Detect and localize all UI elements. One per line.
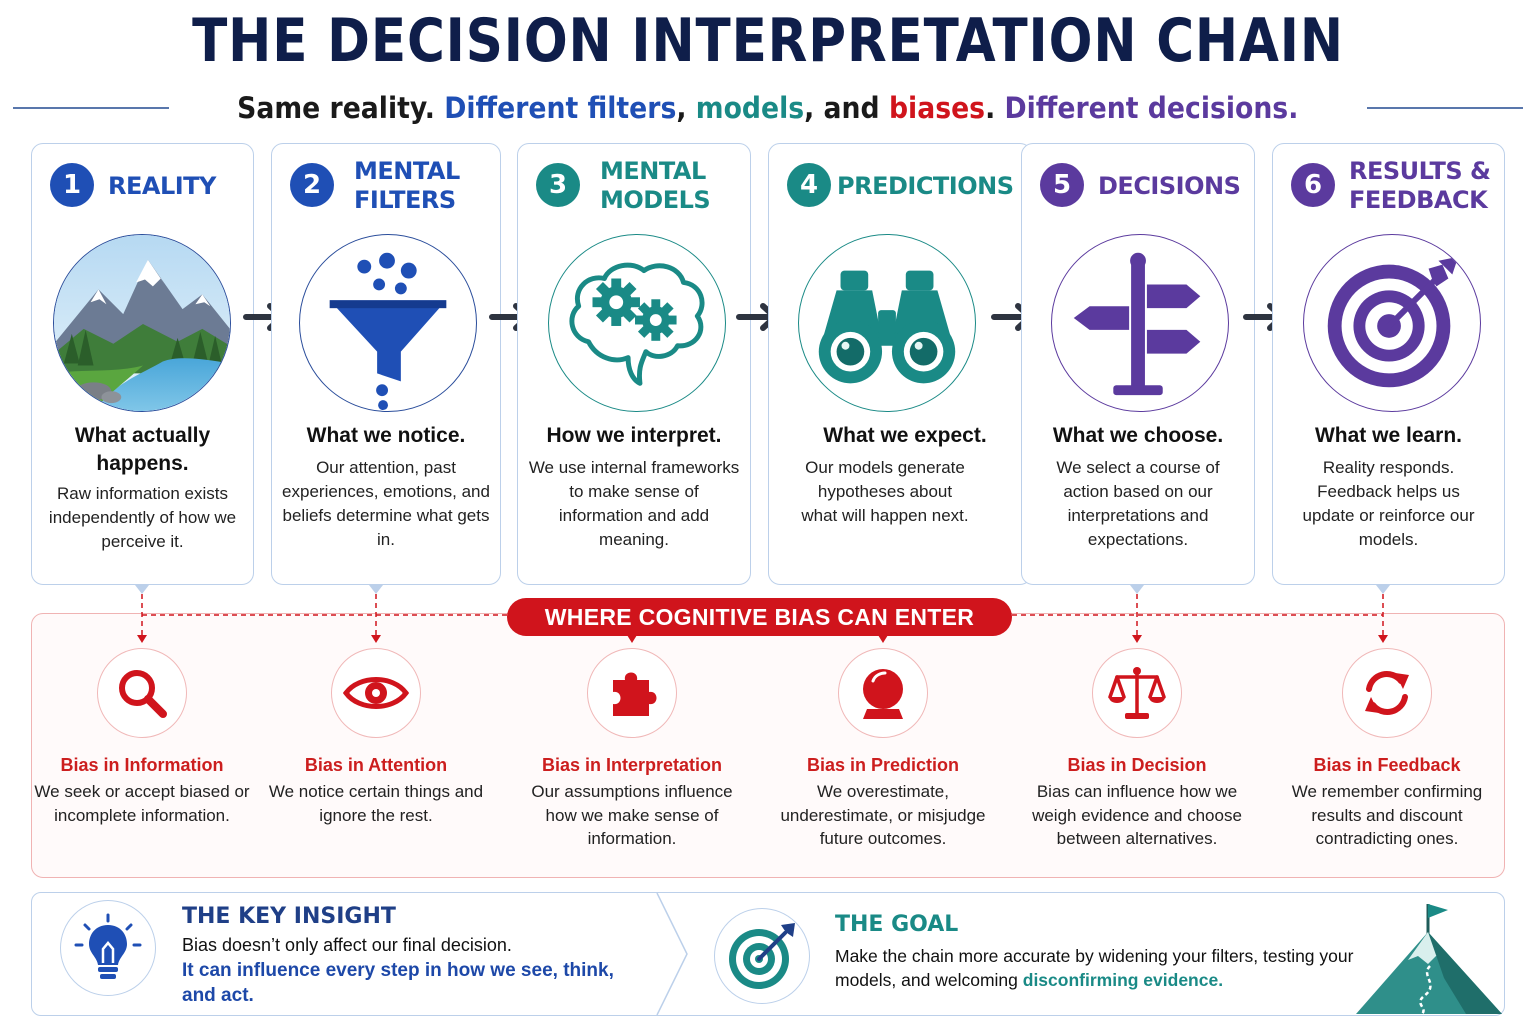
step-body: We select a course of action based on ou… xyxy=(1056,458,1220,549)
subtitle-divider-right xyxy=(1366,107,1523,109)
goal-highlight: disconfirming evidence. xyxy=(1022,970,1224,990)
bias-body: Bias can influence how we weigh evidence… xyxy=(1032,782,1242,848)
bias-title: Bias in Interpretation xyxy=(541,755,723,775)
step-body: Reality responds. Feedback helps us upda… xyxy=(1302,458,1475,549)
puzzle-icon xyxy=(587,648,677,738)
step-card-results-feedback: 6 RESULTS & FEEDBACK What we learn. Real… xyxy=(1272,143,1505,585)
subtitle-part: Same reality. xyxy=(237,91,436,125)
magnifier-icon xyxy=(97,648,187,738)
insight-title: THE KEY INSIGHT xyxy=(182,904,396,929)
lightbulb-icon xyxy=(60,900,156,996)
insight-line2: It can influence every step in how we se… xyxy=(182,960,614,1006)
subtitle-filters: Different filters xyxy=(444,91,677,125)
goal-title: THE GOAL xyxy=(835,912,959,937)
subtitle: Same reality. Different filters, models,… xyxy=(237,91,1298,125)
step-number: 6 xyxy=(1291,163,1335,207)
goal-body: Make the chain more accurate by widening… xyxy=(835,944,1375,992)
step-heading: What we expect. xyxy=(823,424,987,447)
bias-item-prediction: Bias in Prediction We overestimate, unde… xyxy=(758,648,1008,851)
funnel-icon xyxy=(299,234,477,412)
step-number: 2 xyxy=(290,163,334,207)
bias-body: We remember confirming results and disco… xyxy=(1291,782,1483,848)
step-number: 4 xyxy=(787,163,831,207)
refresh-icon xyxy=(1342,648,1432,738)
bias-body: Our assumptions influence how we make se… xyxy=(531,782,733,848)
bias-body: We overestimate, underestimate, or misju… xyxy=(780,782,986,848)
target-icon xyxy=(714,908,810,1004)
step-card-decisions: 5 DECISIONS What we choose. We select a … xyxy=(1021,143,1255,585)
step-heading: How we interpret. xyxy=(546,424,722,447)
crystal-ball-icon xyxy=(838,648,928,738)
binoculars-icon xyxy=(798,234,976,412)
step-body: Our attention, past experiences, emotion… xyxy=(282,458,490,549)
step-heading: What we notice. xyxy=(306,424,466,447)
step-card-predictions: 4 PREDICTIONS What we expect. Our models… xyxy=(768,143,1032,585)
bias-connectors xyxy=(135,585,1390,643)
bias-banner: WHERE COGNITIVE BIAS CAN ENTER xyxy=(507,598,1012,636)
step-body: We use internal frameworks to make sense… xyxy=(528,458,740,549)
subtitle-part: . xyxy=(985,91,996,125)
step-card-reality: 1 REALITY What actually happen xyxy=(31,143,254,585)
bias-title: Bias in Information xyxy=(60,755,224,775)
subtitle-row: Same reality. Different filters, models,… xyxy=(0,90,1536,126)
subtitle-models: models xyxy=(696,91,805,125)
step-body: Our models generate hypotheses about wha… xyxy=(801,458,969,525)
goal-body-text: Make the chain more accurate by widening… xyxy=(835,946,1354,990)
bias-section xyxy=(31,613,1505,878)
step-heading: What we choose. xyxy=(1052,424,1224,447)
step-number: 5 xyxy=(1040,163,1084,207)
step-body: Raw information exists independently of … xyxy=(48,484,237,551)
step-number: 1 xyxy=(50,163,94,207)
subtitle-part: , and xyxy=(804,91,880,125)
step-number: 3 xyxy=(536,163,580,207)
mountain-landscape-icon xyxy=(53,234,231,412)
subtitle-divider-left xyxy=(13,107,170,109)
bias-body: We seek or accept biased or incomplete i… xyxy=(34,782,250,825)
step-title: REALITY xyxy=(108,171,216,200)
bias-item-feedback: Bias in Feedback We remember confirming … xyxy=(1262,648,1512,851)
bias-body: We notice certain things and ignore the … xyxy=(268,782,484,825)
bias-item-information: Bias in Information We seek or accept bi… xyxy=(17,648,267,827)
subtitle-part: , xyxy=(676,91,687,125)
step-heading: What we learn. xyxy=(1314,424,1463,447)
step-title: MENTAL FILTERS xyxy=(354,157,460,214)
eye-icon xyxy=(331,648,421,738)
step-title: PREDICTIONS xyxy=(837,171,1014,200)
page-title: THE DECISION INTERPRETATION CHAIN xyxy=(192,6,1344,76)
scales-icon xyxy=(1092,648,1182,738)
insight-line1: Bias doesn’t only affect our final decis… xyxy=(182,935,512,955)
bias-item-decision: Bias in Decision Bias can influence how … xyxy=(1012,648,1262,851)
bias-title: Bias in Feedback xyxy=(1313,755,1461,775)
step-title: RESULTS & FEEDBACK xyxy=(1349,157,1491,214)
step-card-mental-models: 3 MENTAL MODELS xyxy=(517,143,751,585)
bias-title: Bias in Decision xyxy=(1067,755,1207,775)
mountain-flag-icon xyxy=(1356,904,1502,1014)
bias-item-attention: Bias in Attention We notice certain thin… xyxy=(251,648,501,827)
bias-title: Bias in Attention xyxy=(304,755,448,775)
subtitle-biases: biases xyxy=(889,91,986,125)
brain-gears-icon xyxy=(548,234,726,412)
bias-title: Bias in Prediction xyxy=(806,755,960,775)
panel-chevron-divider xyxy=(656,893,688,1015)
target-icon xyxy=(1303,234,1481,412)
step-title: DECISIONS xyxy=(1098,171,1241,200)
bias-item-interpretation: Bias in Interpretation Our assumptions i… xyxy=(507,648,757,851)
step-title: MENTAL MODELS xyxy=(600,157,711,214)
step-heading: What actually happens. xyxy=(74,424,211,475)
subtitle-decisions: Different decisions. xyxy=(1004,91,1299,125)
step-card-mental-filters: 2 MENTAL FILTERS What we notice. Our att… xyxy=(271,143,501,585)
signpost-icon xyxy=(1051,234,1229,412)
